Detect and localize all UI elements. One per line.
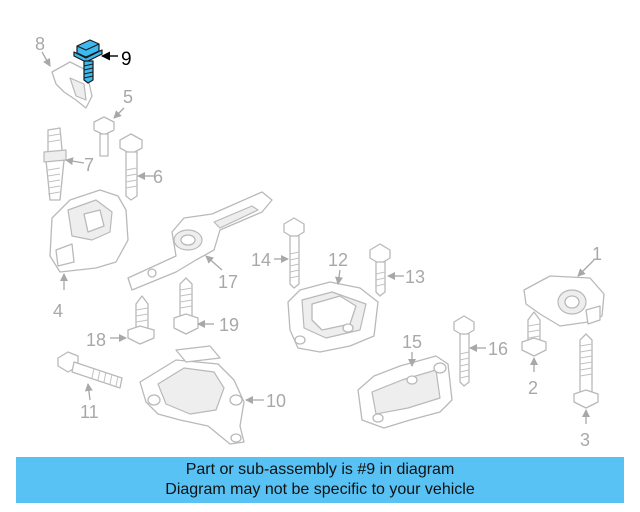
banner-line-1: Part or sub-assembly is #9 in diagram xyxy=(185,461,455,478)
part-13-bolt[interactable] xyxy=(369,243,391,297)
part-1-bushing-bracket[interactable] xyxy=(523,275,605,327)
leader-12 xyxy=(335,269,343,285)
part-7-stud[interactable] xyxy=(43,127,67,201)
part-16-bolt[interactable] xyxy=(453,315,475,387)
leader-1 xyxy=(577,259,595,277)
callout-3[interactable]: 3 xyxy=(580,430,590,450)
leader-7 xyxy=(65,157,85,166)
callout-9[interactable]: 9 xyxy=(121,49,132,70)
part-15-mount-carrier[interactable] xyxy=(357,355,453,429)
part-4-engine-mount[interactable] xyxy=(49,189,129,273)
part-12-transmission-mount[interactable] xyxy=(287,281,379,353)
callout-2[interactable]: 2 xyxy=(528,378,538,398)
info-banner: Part or sub-assembly is #9 in diagram Di… xyxy=(16,457,624,503)
callout-12[interactable]: 12 xyxy=(328,250,348,270)
part-8-bracket[interactable] xyxy=(51,61,93,109)
callout-18[interactable]: 18 xyxy=(86,330,106,350)
callout-16[interactable]: 16 xyxy=(488,339,508,359)
callout-6[interactable]: 6 xyxy=(153,167,163,187)
callout-8[interactable]: 8 xyxy=(35,34,45,54)
leader-5 xyxy=(113,107,125,119)
part-18-bolt[interactable] xyxy=(127,295,155,345)
part-6-bolt[interactable] xyxy=(119,133,143,201)
callout-1[interactable]: 1 xyxy=(592,244,602,264)
leader-17 xyxy=(205,255,223,271)
callout-7[interactable]: 7 xyxy=(84,155,94,175)
callout-14[interactable]: 14 xyxy=(251,250,271,270)
part-14-bolt[interactable] xyxy=(283,217,305,289)
part-2-bolt[interactable] xyxy=(521,311,547,357)
banner-line-2: Diagram may not be specific to your vehi… xyxy=(165,481,475,498)
callout-4[interactable]: 4 xyxy=(53,301,63,321)
part-11-bolt[interactable] xyxy=(57,351,123,389)
part-3-bolt[interactable] xyxy=(573,333,599,409)
part-5-bolt[interactable] xyxy=(93,116,115,157)
callout-13[interactable]: 13 xyxy=(405,267,425,287)
leader-11 xyxy=(84,383,93,401)
callout-10[interactable]: 10 xyxy=(266,391,286,411)
callout-5[interactable]: 5 xyxy=(123,87,133,107)
leader-8 xyxy=(41,51,51,67)
callout-15[interactable]: 15 xyxy=(402,332,422,352)
callout-17[interactable]: 17 xyxy=(218,272,238,292)
part-10-support-bracket[interactable] xyxy=(139,345,245,445)
callout-11[interactable]: 11 xyxy=(80,402,99,422)
callout-19[interactable]: 19 xyxy=(219,315,239,335)
part-17-torque-arm[interactable] xyxy=(127,191,273,291)
part-19-bolt[interactable] xyxy=(173,277,199,335)
